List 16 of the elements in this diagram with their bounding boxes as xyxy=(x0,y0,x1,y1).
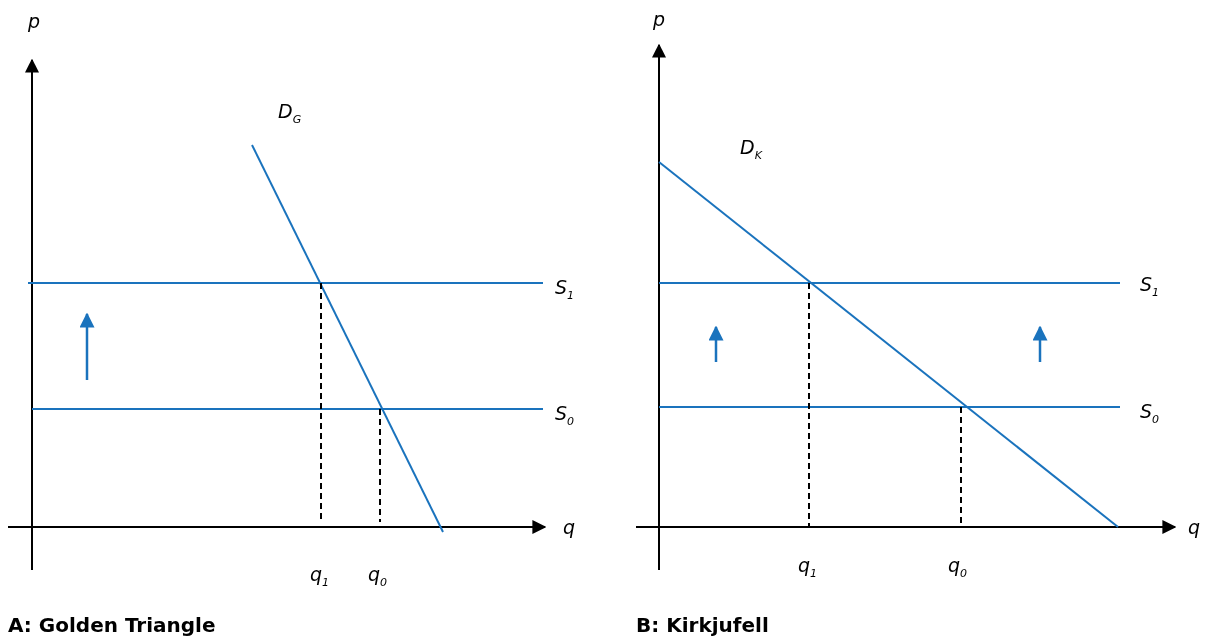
tick-label: q$_{1}$ xyxy=(310,563,330,591)
panel-title: A: Golden Triangle xyxy=(8,613,216,637)
axis-label: q xyxy=(1188,516,1201,538)
curve-label: S$_{1}$ xyxy=(555,276,575,304)
panel-title: B: Kirkjufell xyxy=(636,613,769,637)
tick-label: q$_{0}$ xyxy=(368,563,388,591)
tick-label: q$_{0}$ xyxy=(948,554,968,582)
axis-label: p xyxy=(653,8,666,30)
axis-label: q xyxy=(563,516,576,538)
tick-label: q$_{1}$ xyxy=(798,554,818,582)
axis-label: p xyxy=(28,10,41,32)
curve-label: S$_{0}$ xyxy=(1140,400,1160,428)
curve-label: S$_{0}$ xyxy=(555,402,575,430)
curve-label: S$_{1}$ xyxy=(1140,273,1160,301)
curve-label: D$_{G}$ xyxy=(278,100,302,128)
curve-label: D$_{K}$ xyxy=(740,136,762,164)
